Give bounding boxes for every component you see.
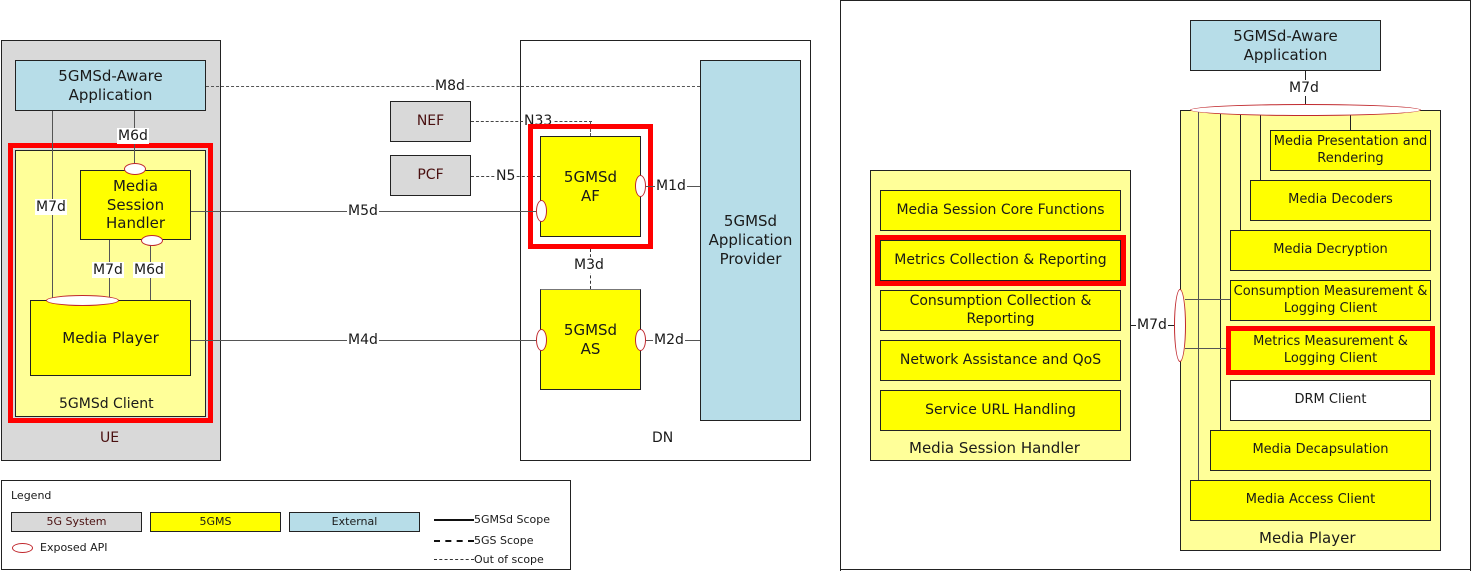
mp-item-drm-client[interactable]: DRM Client — [1230, 380, 1431, 421]
mp-connector-consumption — [1185, 299, 1230, 300]
msh-item-label: Network Assistance and QoS — [899, 351, 1102, 368]
aware-application-label: 5GMSd-Aware Application — [58, 66, 163, 104]
msh-item-label: Media Session Core Functions — [896, 201, 1105, 218]
right-aware-application-box[interactable]: 5GMSd-Aware Application — [1190, 20, 1381, 71]
mp-item-label: Media Decryption — [1273, 242, 1388, 258]
m3d-label: M3d — [573, 257, 605, 273]
as-box[interactable]: 5GMSd AS — [540, 289, 641, 390]
mp-item-consumption-measurement[interactable]: Consumption Measurement & Logging Client — [1230, 280, 1431, 321]
mp-item-label: Consumption Measurement & Logging Client — [1233, 283, 1428, 316]
mp-item-presentation-rendering[interactable]: Media Presentation and Rendering — [1270, 130, 1431, 171]
metrics-measurement-highlight — [1226, 326, 1435, 375]
pcf-label: PCF — [417, 166, 444, 183]
metrics-collection-highlight — [875, 235, 1126, 286]
as-label: 5GMSd AS — [563, 320, 618, 358]
media-player-api-icon — [46, 295, 119, 306]
right-m7d-top-label: M7d — [1288, 80, 1320, 96]
pcf-box[interactable]: PCF — [390, 155, 471, 196]
media-session-handler-box[interactable]: Media Session Handler — [80, 170, 191, 240]
m6d-top-label: M6d — [117, 128, 149, 144]
media-player-container-label: Media Player — [1259, 529, 1356, 547]
right-aware-application-label: 5GMSd-Aware Application — [1233, 26, 1338, 64]
msh-item-label: Metrics Collection & Reporting — [894, 251, 1107, 268]
legend-swatch-5g-system: 5G System — [11, 512, 142, 532]
mp-item-label: Media Decoders — [1288, 192, 1393, 208]
dn-label: DN — [652, 430, 674, 446]
msh-item-label: Service URL Handling — [925, 401, 1076, 418]
legend: Legend 5G System 5GMS External Exposed A… — [1, 480, 571, 570]
m8d-label: M8d — [434, 78, 466, 94]
msh-item-core-functions[interactable]: Media Session Core Functions — [880, 190, 1121, 231]
mp-item-decryption[interactable]: Media Decryption — [1230, 230, 1431, 271]
mp-line-4 — [1260, 110, 1261, 180]
af-box[interactable]: 5GMSd AF — [540, 136, 641, 237]
app-provider-box[interactable]: 5GMSd Application Provider — [700, 60, 801, 421]
legend-swatch-label: External — [331, 515, 378, 529]
mp-item-decoders[interactable]: Media Decoders — [1250, 180, 1431, 221]
legend-solid-line — [434, 519, 474, 521]
media-player-box[interactable]: Media Player — [30, 300, 191, 376]
mp-line-3 — [1240, 110, 1241, 230]
mp-line-2 — [1220, 110, 1221, 430]
msh-item-consumption-collection[interactable]: Consumption Collection & Reporting — [880, 290, 1121, 331]
media-player-side-api-icon — [1174, 289, 1186, 362]
ue-label: UE — [100, 430, 120, 446]
app-provider-label: 5GMSd Application Provider — [708, 212, 793, 268]
msh-item-service-url[interactable]: Service URL Handling — [880, 390, 1121, 431]
legend-dashed-line — [434, 540, 474, 542]
nef-box[interactable]: NEF — [390, 101, 471, 142]
msh-item-label: Consumption Collection & Reporting — [909, 293, 1092, 327]
m7d-left-label: M7d — [35, 199, 67, 215]
legend-dashed-label: 5GS Scope — [474, 534, 534, 547]
mp-line-5 — [1350, 110, 1351, 130]
m5d-label: M5d — [347, 203, 379, 219]
media-player-label: Media Player — [62, 328, 159, 347]
msh-bottom-api-icon — [141, 235, 163, 246]
mp-item-label: Media Decapsulation — [1252, 442, 1389, 458]
mp-item-decapsulation[interactable]: Media Decapsulation — [1210, 430, 1431, 471]
media-player-top-api-icon — [1190, 104, 1421, 116]
exposed-api-icon — [12, 543, 33, 553]
msh-top-api-icon — [124, 163, 146, 175]
m7d-inner-label: M7d — [92, 262, 124, 278]
mp-connector-metrics — [1185, 348, 1230, 349]
msh-container-label: Media Session Handler — [909, 439, 1080, 457]
mp-line-1 — [1198, 110, 1199, 480]
legend-swatch-external: External — [289, 512, 420, 532]
msh-item-network-assistance[interactable]: Network Assistance and QoS — [880, 340, 1121, 381]
right-bottom-border — [840, 569, 1470, 570]
mp-item-label: DRM Client — [1294, 392, 1367, 408]
legend-dotted-line — [434, 559, 474, 560]
legend-swatch-label: 5GMS — [199, 515, 232, 529]
legend-swatch-label: 5G System — [46, 515, 107, 529]
right-m7d-side-label: M7d — [1136, 317, 1168, 333]
m8d-line-dn — [521, 86, 700, 87]
mp-item-label: Media Access Client — [1245, 492, 1376, 508]
gmsd-client-highlight — [8, 143, 213, 423]
af-m5d-api-icon — [536, 200, 547, 222]
af-m1d-api-icon — [635, 175, 646, 197]
nef-label: NEF — [416, 112, 445, 129]
m4d-label: M4d — [347, 332, 379, 348]
gmsd-client-label: 5GMSd Client — [59, 396, 154, 412]
as-m4d-api-icon — [536, 329, 547, 351]
legend-title: Legend — [11, 489, 52, 502]
legend-swatch-5gms: 5GMS — [150, 512, 281, 532]
m2d-label: M2d — [653, 332, 685, 348]
mp-item-label: Metrics Measurement & Logging Client — [1253, 333, 1408, 366]
aware-application-box[interactable]: 5GMSd-Aware Application — [15, 60, 206, 111]
legend-solid-label: 5GMSd Scope — [474, 513, 550, 526]
m6d-inner-label: M6d — [133, 262, 165, 278]
exposed-api-label: Exposed API — [40, 541, 108, 554]
media-session-handler-label: Media Session Handler — [105, 176, 166, 233]
m1d-label: M1d — [655, 178, 687, 194]
msh-item-metrics-collection[interactable]: Metrics Collection & Reporting — [880, 240, 1121, 281]
mp-item-access-client[interactable]: Media Access Client — [1190, 480, 1431, 521]
as-m2d-api-icon — [635, 329, 646, 351]
af-label: 5GMSd AF — [563, 167, 618, 205]
n5-label: N5 — [495, 168, 517, 184]
mp-item-label: Media Presentation and Rendering — [1273, 133, 1428, 166]
legend-dotted-label: Out of scope — [474, 553, 544, 566]
